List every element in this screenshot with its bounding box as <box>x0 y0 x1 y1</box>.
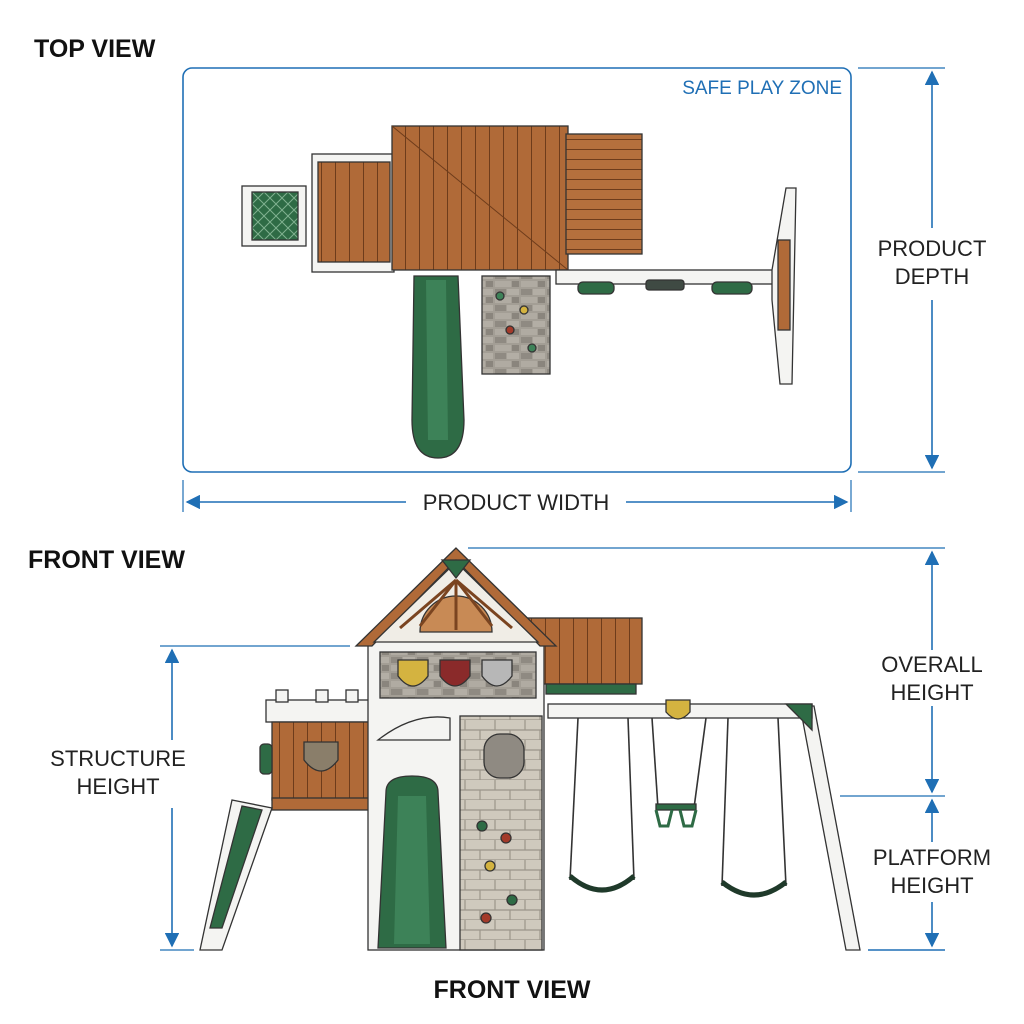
left-deck-shield-icon <box>303 741 339 772</box>
top-swing-seat-2 <box>711 281 753 295</box>
product-depth-label-line2: DEPTH <box>895 264 970 289</box>
front-deck-floor <box>271 797 379 811</box>
structure-height-dimension <box>160 645 350 951</box>
platform-height-label-line1: PLATFORM <box>873 845 991 870</box>
platform-height-dimension <box>840 795 945 951</box>
overall-height-label-line1: OVERALL <box>881 652 983 677</box>
overall-height-label-line2: HEIGHT <box>890 680 973 705</box>
top-view-heading: TOP VIEW <box>34 35 156 63</box>
front-trapeze-bar <box>655 803 697 811</box>
safe-play-zone <box>182 67 852 473</box>
front-left-deck-rail <box>265 699 377 723</box>
structure-height-label-line2: HEIGHT <box>76 774 159 799</box>
front-side-roof <box>527 617 643 685</box>
front-view-footer: FRONT VIEW <box>434 976 591 1004</box>
front-view-playset <box>199 547 861 951</box>
structure-height-label-line1: STRUCTURE <box>50 746 186 771</box>
top-rock-wall <box>481 275 551 375</box>
front-left-deck-wall <box>271 721 373 801</box>
product-depth-dimension <box>858 67 945 473</box>
shield-red-icon <box>439 659 471 687</box>
product-width-label: PRODUCT WIDTH <box>423 490 610 515</box>
front-swing-chains <box>569 717 787 887</box>
overall-height-dimension <box>468 547 945 794</box>
front-view-heading: FRONT VIEW <box>28 546 185 574</box>
front-window <box>483 733 525 779</box>
beam-shield-icon <box>665 699 691 720</box>
platform-height-label-line2: HEIGHT <box>890 873 973 898</box>
shield-gold-icon <box>397 659 429 687</box>
top-view-playset <box>241 125 797 459</box>
product-width-dimension <box>182 480 852 512</box>
safe-play-zone-label: SAFE PLAY ZONE <box>682 78 842 99</box>
front-trapeze-rings <box>654 809 698 828</box>
product-depth-label-line1: PRODUCT <box>878 236 987 261</box>
front-swing-seat-2 <box>720 880 788 898</box>
top-swing-seat-1 <box>577 281 615 295</box>
front-swing-seat-1 <box>568 874 636 893</box>
top-side-roof <box>565 133 643 255</box>
shield-silver-icon <box>481 659 513 687</box>
top-trapeze <box>645 279 685 291</box>
front-a-frame-leg <box>799 705 861 951</box>
